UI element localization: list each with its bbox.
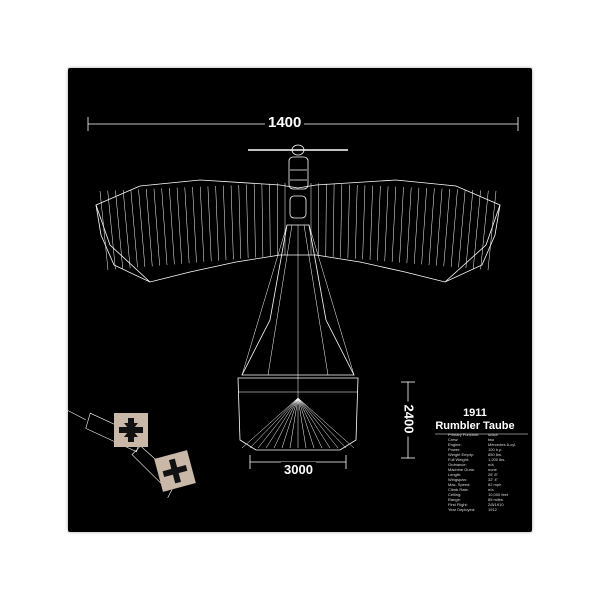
spec-key: Length: — [448, 472, 462, 477]
spec-value: 32' 4" — [488, 477, 498, 482]
spec-value: 850 lbs. — [488, 452, 503, 457]
spec-title: 1911 Rumbler Taube — [430, 407, 520, 433]
aircraft-blueprint — [68, 117, 528, 499]
blueprint-sticker: 1400 3000 2400 1911 Rumbler Taube Primar… — [68, 68, 532, 532]
spec-row: Max. Speed: 62 mph — [448, 482, 528, 487]
spec-key: Ordnance: — [448, 462, 467, 467]
iron-cross-badge-right — [154, 450, 196, 492]
spec-key: Power: — [448, 447, 461, 452]
spec-value: Mercedes 6-cyl. — [488, 442, 517, 447]
spec-name: Rumbler Taube — [435, 420, 515, 432]
tail-height-dimension-label: 2400 — [400, 401, 417, 437]
spec-key: Max. Speed: — [448, 482, 471, 487]
spec-row: Primary Function: scout — [448, 432, 528, 437]
spec-key: Ceiling: — [448, 492, 462, 497]
spec-value: 62 mph — [488, 482, 502, 487]
spec-row: Length: 26' 8" — [448, 472, 528, 477]
spec-value: 26' 8" — [488, 472, 498, 477]
spec-row: Ceiling: 10,000 feet — [448, 492, 528, 497]
wingspan-dimension-label: 1400 — [265, 115, 305, 131]
spec-key: Machine Guns: — [448, 467, 475, 472]
spec-value: 85 miles — [488, 497, 503, 502]
spec-row: Power: 100 h.p. — [448, 447, 528, 452]
spec-row: First Flight: 2/8/1910 — [448, 502, 528, 507]
spec-row: Climb Rate: n/a — [448, 487, 528, 492]
iron-cross-badge-left — [114, 413, 148, 447]
spec-row: Range: 85 miles — [448, 497, 528, 502]
spec-key: Crew: — [448, 437, 459, 442]
spec-key: Year Deployed: — [448, 507, 476, 512]
spec-value: none — [488, 467, 497, 472]
spec-value: scout — [488, 432, 498, 437]
spec-key: Climb Rate: — [448, 487, 469, 492]
spec-row: Engine: Mercedes 6-cyl. — [448, 442, 528, 447]
spec-row: Wingspan: 32' 4" — [448, 477, 528, 482]
spec-value: n/a — [488, 487, 494, 492]
spec-key: Full Weight: — [448, 457, 470, 462]
spec-key: Primary Function: — [448, 432, 480, 437]
spec-row: Weight Empty: 850 lbs. — [448, 452, 528, 457]
spec-key: First Flight: — [448, 502, 468, 507]
spec-value: two — [488, 437, 495, 442]
spec-row: Ordnance: n/a — [448, 462, 528, 467]
tail-width-dimension-label: 3000 — [281, 462, 316, 478]
spec-value: 100 h.p. — [488, 447, 503, 452]
spec-key: Engine: — [448, 442, 462, 447]
spec-key: Wingspan: — [448, 477, 467, 482]
spec-key: Range: — [448, 497, 461, 502]
spec-value: 1,200 lbs. — [488, 457, 506, 462]
spec-value: n/a — [488, 462, 494, 467]
spec-year: 1911 — [463, 407, 487, 419]
spec-row: Machine Guns: none — [448, 467, 528, 472]
spec-row: Year Deployed: 1912 — [448, 507, 528, 512]
spec-value: 10,000 feet — [488, 492, 509, 497]
spec-value: 2/8/1910 — [488, 502, 504, 507]
spec-row: Full Weight: 1,200 lbs. — [448, 457, 528, 462]
spec-value: 1912 — [488, 507, 497, 512]
spec-row: Crew: two — [448, 437, 528, 442]
spec-key: Weight Empty: — [448, 452, 474, 457]
